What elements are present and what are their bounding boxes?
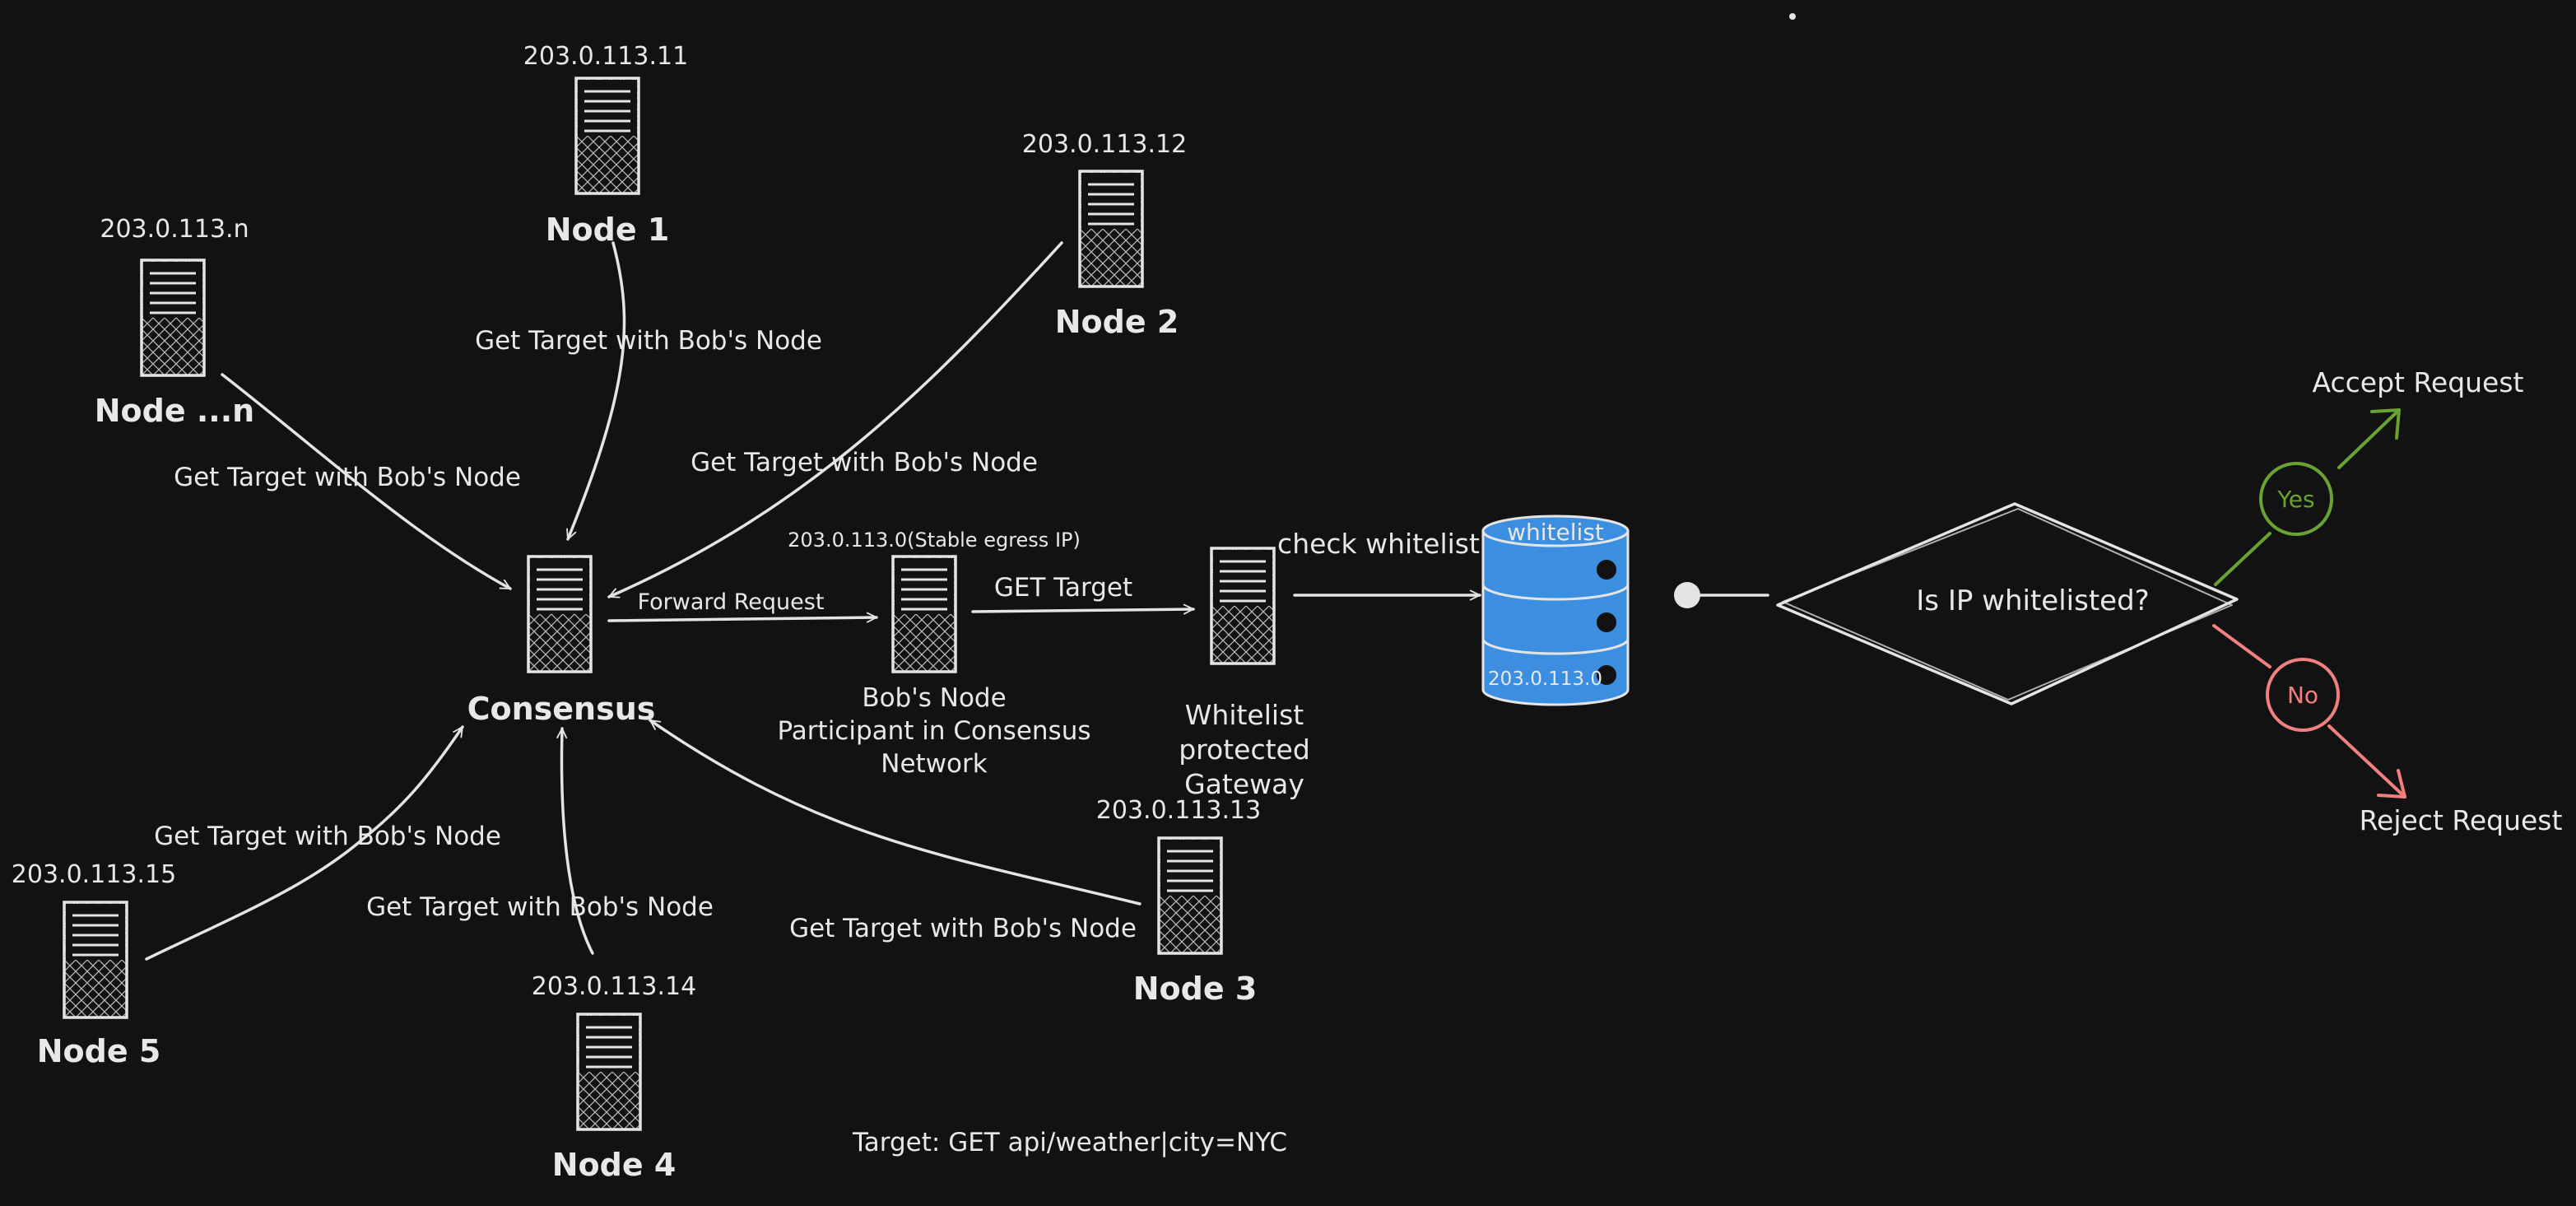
yes-branch-line (2214, 532, 2271, 586)
bobs-node-label-line3: Network (881, 749, 987, 779)
edge-label-node3: Get Target with Bob's Node (789, 914, 1137, 943)
node2-ip: 203.0.113.12 (1022, 130, 1187, 159)
yes-label: Yes (2276, 486, 2314, 513)
server-node2-icon (1078, 170, 1144, 288)
no-arrow (2327, 724, 2406, 799)
server-noden-icon (140, 258, 206, 377)
edge-noden-consensus (221, 373, 512, 590)
noden-ip: 203.0.113.n (100, 215, 249, 244)
bobs-node-label-line1: Bob's Node (862, 683, 1006, 713)
connector-dot (1674, 582, 1700, 608)
node5-label: Node 5 (37, 1033, 161, 1069)
database-entry: 203.0.113.0 (1488, 668, 1602, 690)
node1-ip: 203.0.113.11 (523, 42, 688, 71)
database-title: whitelist (1507, 519, 1604, 546)
gateway-label-line1: Whitelist (1185, 699, 1304, 731)
decision-diamond (1776, 502, 2239, 705)
server-consensus-icon (527, 555, 593, 673)
no-circle (2266, 658, 2340, 732)
edge-label-node5: Get Target with Bob's Node (154, 822, 501, 851)
node5-ip: 203.0.113.15 (12, 860, 176, 889)
yes-arrow (2337, 408, 2401, 469)
node1-label: Node 1 (546, 212, 670, 248)
stray-dot (1789, 13, 1796, 20)
gateway-label-line3: Gateway (1184, 768, 1304, 800)
server-bobs-node-icon (891, 555, 957, 673)
accept-request-label: Accept Request (2312, 366, 2523, 398)
decision-question: Is IP whitelisted? (1916, 584, 2149, 617)
node3-ip: 203.0.113.13 (1096, 796, 1261, 825)
node4-ip: 203.0.113.14 (532, 972, 696, 1001)
bobs-node-label-line2: Participant in Consensus (778, 716, 1091, 746)
no-label: No (2287, 682, 2318, 709)
edge-label-check-whitelist: check whitelist (1277, 528, 1480, 560)
server-node3-icon (1157, 836, 1223, 955)
edge-label-node2: Get Target with Bob's Node (690, 448, 1038, 477)
edge-node5-consensus (145, 725, 464, 961)
edge-forward-request (607, 612, 878, 623)
edge-node3-consensus (649, 719, 1142, 906)
bobs-node-ip: 203.0.113.0(Stable egress IP) (788, 528, 1081, 552)
edge-label-noden: Get Target with Bob's Node (174, 463, 521, 492)
node3-label: Node 3 (1133, 971, 1258, 1007)
server-node4-icon (576, 1013, 642, 1131)
edge-node4-consensus (556, 727, 594, 955)
server-node5-icon (63, 901, 128, 1019)
consensus-label: Consensus (467, 691, 656, 727)
edge-label-get-target: GET Target (994, 573, 1132, 603)
edge-label-node4: Get Target with Bob's Node (366, 892, 714, 922)
edge-node2-consensus (607, 241, 1063, 598)
noden-label: Node ...n (95, 393, 254, 429)
server-gateway-icon (1210, 547, 1276, 665)
whitelist-database-icon (1481, 515, 1630, 706)
edge-label-forward: Forward Request (638, 589, 825, 615)
reject-request-label: Reject Request (2360, 804, 2563, 836)
target-footer: Target: GET api/weather|city=NYC (852, 1128, 1287, 1157)
edge-node1-consensus (566, 241, 626, 541)
node4-label: Node 4 (552, 1147, 677, 1183)
edge-label-node1: Get Target with Bob's Node (475, 326, 822, 356)
gateway-label-line2: protected (1179, 733, 1310, 766)
edge-get-target (971, 603, 1195, 615)
no-branch-line (2212, 624, 2271, 668)
node2-label: Node 2 (1055, 304, 1179, 340)
yes-circle (2259, 462, 2333, 536)
server-node1-icon (574, 77, 640, 195)
